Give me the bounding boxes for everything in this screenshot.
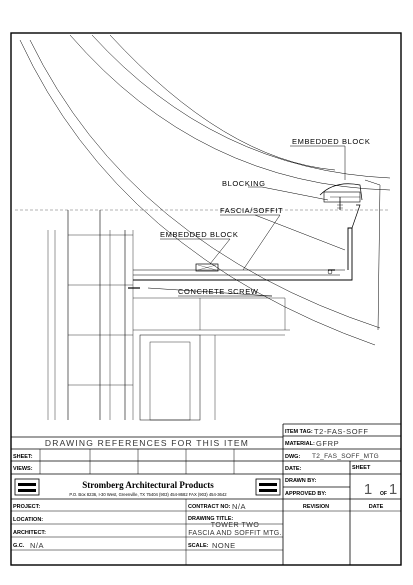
title-block	[11, 423, 401, 565]
label-date-col: DATE	[369, 504, 384, 510]
label-views: VIEWS:	[13, 466, 33, 472]
callout-blocking: BLOCKING	[222, 179, 266, 188]
label-gc: G.C.	[13, 543, 25, 549]
references-heading: DRAWING REFERENCES FOR THIS ITEM	[45, 438, 249, 448]
value-contract-no: N/A	[232, 502, 246, 511]
label-dwg: DWG:	[285, 454, 300, 460]
callout-concrete-screw: CONCRETE SCREW	[178, 287, 259, 296]
label-drawn-by: DRAWN BY:	[285, 478, 317, 484]
value-material: GFRP	[316, 439, 339, 448]
label-architect: ARCHITECT:	[13, 530, 46, 536]
sheet-total: 1	[389, 481, 397, 498]
callout-embedded-block-top: EMBEDDED BLOCK	[292, 137, 370, 146]
callout-embedded-block-mid: EMBEDDED BLOCK	[160, 230, 238, 239]
label-contract-no: CONTRACT NO:	[188, 504, 231, 510]
label-date: DATE:	[285, 466, 302, 472]
label-scale: SCALE:	[188, 543, 209, 549]
value-item-tag: T2-FAS-SOFF	[314, 427, 369, 436]
value-drawing-title-1: TOWER TWO	[211, 522, 260, 529]
value-gc: N/A	[30, 541, 44, 550]
value-dwg: T2_FAS_SOFF_MTG	[312, 453, 379, 460]
company-name: Stromberg Architectural Products	[82, 480, 214, 490]
label-of: OF	[380, 491, 387, 497]
label-project: PROJECT:	[13, 504, 40, 510]
company-address: P.O. Box 8236, I-30 West, Greenville, TX…	[69, 492, 227, 497]
detail-drawing	[15, 34, 391, 421]
label-revision: REVISION	[303, 504, 329, 510]
label-location: LOCATION:	[13, 517, 43, 523]
label-drawing-title: DRAWING TITLE:	[188, 516, 233, 522]
label-material: MATERIAL:	[285, 441, 315, 447]
sheet-number: 1	[364, 481, 372, 498]
drawing-border	[10, 32, 402, 566]
label-approved-by: APPROVED BY:	[285, 491, 327, 497]
label-sheet: SHEET:	[13, 454, 33, 460]
company-logo-right	[255, 478, 281, 496]
label-item-tag: ITEM TAG:	[285, 429, 313, 435]
company-logo-left	[14, 478, 40, 496]
callout-fascia-soffit: FASCIA/SOFFIT	[220, 206, 283, 215]
value-drawing-title-2: FASCIA AND SOFFIT MTG.	[188, 530, 282, 537]
value-scale: NONE	[212, 541, 236, 550]
label-sheet-box: SHEET	[352, 465, 371, 471]
